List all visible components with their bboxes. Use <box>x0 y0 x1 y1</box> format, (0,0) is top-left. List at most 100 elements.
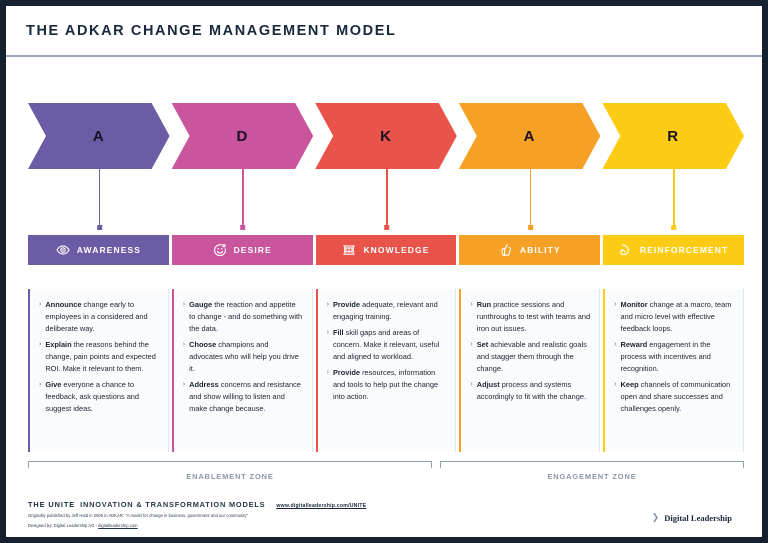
bullet-rest: adequate, relevant and engaging training… <box>332 300 438 321</box>
brand-name: Digital Leadership <box>664 512 732 523</box>
bullet-rest: skill gaps and areas of concern. Make it… <box>332 327 440 361</box>
adkar-chevron-awareness[interactable]: A <box>28 103 170 169</box>
bullet-chevron-icon: › <box>326 328 329 336</box>
bullet-rest: practice sessions and runthroughs to tes… <box>476 300 591 333</box>
zone-rule <box>440 461 744 468</box>
bullet-chevron-icon: › <box>614 380 617 388</box>
flexed-arm-icon <box>619 243 633 257</box>
stage-detail-columns: ›Announce change early to employees in a… <box>28 289 744 452</box>
bullet-chevron-icon: › <box>182 340 186 348</box>
bullet-text: Keep channels of communication open and … <box>621 379 734 415</box>
adkar-chevron-ability[interactable]: A <box>459 103 601 169</box>
connector-dot-desire <box>240 225 246 230</box>
bullet-text: Address concerns and resistance and show… <box>189 379 302 415</box>
bullet-text: Provide adequate, relevant and engaging … <box>333 299 446 323</box>
bullet-rest: the reaction and appetite to change - an… <box>189 300 303 333</box>
bullet-text: Gauge the reaction and appetite to chang… <box>189 299 302 335</box>
bullet-item: ›Announce change early to employees in a… <box>39 299 159 335</box>
eye-icon <box>56 243 70 257</box>
bullet-chevron-icon: › <box>39 340 42 348</box>
bullet-item: ›Provide adequate, relevant and engaging… <box>327 299 447 323</box>
bullet-item: › Adjust process and systems accordingly … <box>470 379 590 403</box>
bullet-text: Adjust process and systems accordingly t… <box>477 379 590 403</box>
bullet-item: ›Address concerns and resistance and sho… <box>183 379 303 415</box>
stage-label-text: AWARENESS <box>76 245 141 255</box>
bullet-chevron-icon: › <box>470 380 473 388</box>
connector-line-ability <box>529 169 532 227</box>
stage-label-desire[interactable]: DESIRE <box>171 235 313 265</box>
adkar-chevron-desire[interactable]: D <box>172 103 314 169</box>
footer: THE UNITE INNOVATION & TRANSFORMATION MO… <box>28 500 744 534</box>
adkar-chevron-knowledge[interactable]: K <box>315 103 457 169</box>
connector-dot-reinforcement <box>671 225 677 230</box>
bullet-lead: Keep <box>620 379 639 389</box>
bullet-lead: Monitor <box>620 300 648 309</box>
bullet-item: ›Gauge the reaction and appetite to chan… <box>183 299 303 335</box>
stage-label-reinforcement[interactable]: REINFORCEMENT <box>603 235 744 265</box>
bullet-text: Announce change early to employees in a … <box>45 299 158 335</box>
chevron-right-icon: ❯ <box>651 512 660 522</box>
stage-column-knowledge: ›Provide adequate, relevant and engaging… <box>315 289 457 452</box>
bullet-text: Run practice sessions and runthroughs to… <box>477 299 590 335</box>
zone-rule <box>28 461 432 468</box>
stage-label-ability[interactable]: ABILITY <box>459 235 601 265</box>
bullet-chevron-icon: › <box>39 301 42 308</box>
stage-label-text: KNOWLEDGE <box>363 245 430 255</box>
bullet-text: Explain the reasons behind the change, p… <box>45 339 158 375</box>
chevron-letter: D <box>236 127 249 145</box>
bullet-lead: Reward <box>620 339 648 349</box>
footer-models-label: INNOVATION & TRANSFORMATION MODELS <box>80 500 266 509</box>
bullet-text: Monitor change at a macro, team and micr… <box>621 299 734 335</box>
stage-label-awareness[interactable]: AWARENESS <box>28 235 169 265</box>
bullet-chevron-icon: › <box>326 368 329 376</box>
bullet-lead: Set <box>476 339 489 349</box>
chevron-letter: K <box>380 127 392 145</box>
chevron-letter: A <box>523 127 536 145</box>
bullet-chevron-icon: › <box>182 301 186 308</box>
bullet-text: Give everyone a chance to feedback, ask … <box>45 379 158 415</box>
footer-url-link[interactable]: www.digitalleadership.com/UNITE <box>276 503 367 509</box>
hand-ok-icon <box>499 243 513 257</box>
stage-label-knowledge[interactable]: KNOWLEDGE <box>315 235 457 265</box>
bullet-rest: concerns and resistance and show willing… <box>189 379 301 413</box>
bullet-text: Set achievable and realistic goals and s… <box>477 339 590 375</box>
bullet-rest: channels of communication open and share… <box>620 379 731 413</box>
adkar-chevron-reinforcement[interactable]: R <box>602 103 744 169</box>
bullet-text: Choose champions and advocates who will … <box>189 339 302 375</box>
zone-label: ENGAGEMENT ZONE <box>547 472 637 481</box>
bullet-lead: Run <box>476 300 492 309</box>
bullet-chevron-icon: › <box>326 301 329 308</box>
connector-line-knowledge <box>386 169 388 227</box>
brand-lockup: ❯ Digital Leadership <box>652 512 732 523</box>
zone-band: ENABLEMENT ZONE ENGAGEMENT ZONE <box>28 461 744 487</box>
footer-headline: THE UNITE INNOVATION & TRANSFORMATION MO… <box>28 500 744 509</box>
bullet-chevron-icon: › <box>182 380 186 388</box>
bullet-lead: Choose <box>189 339 217 349</box>
bullet-item: ›Choose champions and advocates who will… <box>183 339 303 375</box>
bullet-text: Provide resources, information and tools… <box>333 367 446 403</box>
bullet-lead: Provide <box>332 300 361 309</box>
bullet-chevron-icon: › <box>39 380 42 388</box>
bullet-rest: everyone a chance to feedback, ask quest… <box>45 379 140 413</box>
bullet-lead: Address <box>189 379 219 389</box>
footer-credit-1: Originally published by Jeff Hiatt in 20… <box>28 513 248 518</box>
footer-credit-2: Designed by: Digital Leadership AG - dig… <box>28 522 744 529</box>
connector-dot-knowledge <box>384 225 390 230</box>
stage-column-awareness: ›Announce change early to employees in a… <box>28 289 169 452</box>
zone-engagement: ENGAGEMENT ZONE <box>440 461 744 487</box>
connector-line-awareness <box>98 169 101 227</box>
stage-label-text: ABILITY <box>519 245 561 255</box>
zone-enablement: ENABLEMENT ZONE <box>28 461 432 487</box>
bullet-item: ›Monitor change at a macro, team and mic… <box>614 299 734 335</box>
bullet-rest: engagement in the process with incentive… <box>620 339 711 373</box>
stage-column-ability: ›Run practice sessions and runthroughs t… <box>459 289 601 452</box>
header: THE ADKAR CHANGE MANAGEMENT MODEL <box>6 6 762 57</box>
page-title: THE ADKAR CHANGE MANAGEMENT MODEL <box>26 22 397 39</box>
zone-label: ENABLEMENT ZONE <box>186 472 274 481</box>
bullet-chevron-icon: › <box>470 301 473 308</box>
stage-label-text: DESIRE <box>233 245 272 255</box>
bullet-text: Fill skill gaps and areas of concern. Ma… <box>333 327 446 363</box>
footer-credit-2-link[interactable]: digitalleadership.com <box>98 523 138 529</box>
stage-label-text: REINFORCEMENT <box>639 245 729 255</box>
